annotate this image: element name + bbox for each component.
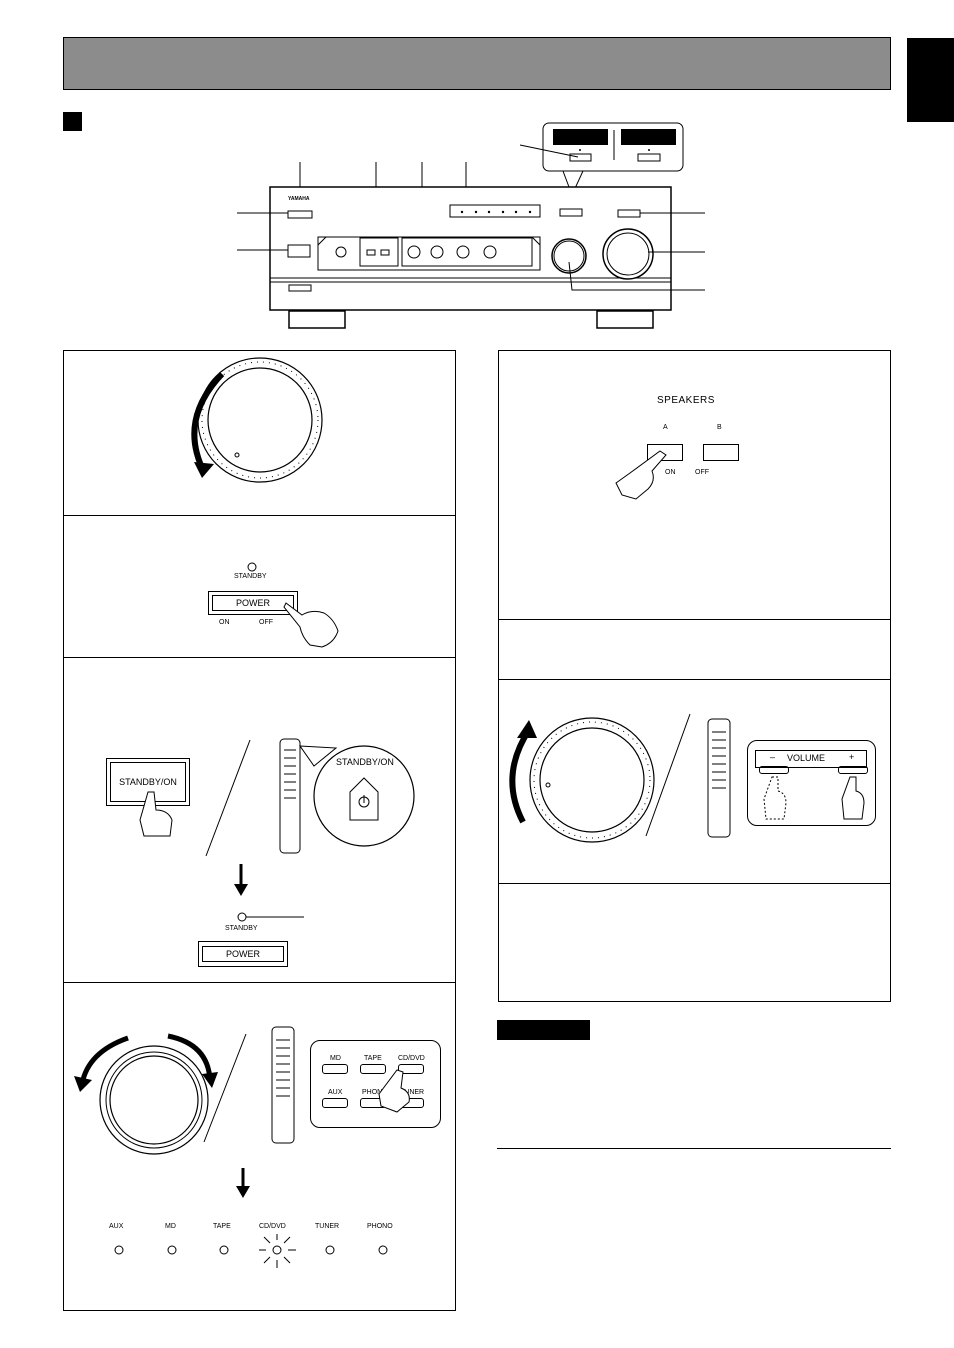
input-selector-dial-illustration [74, 1033, 218, 1155]
speaker-on-label: ON [665, 469, 676, 476]
input-label-cd-dvd: CD/DVD [398, 1055, 425, 1062]
down-arrow-icon [236, 1168, 250, 1198]
pressing-hand-icon [378, 1069, 410, 1113]
speaker-off-label: OFF [695, 469, 709, 476]
indicator-label-phono: PHONO [367, 1223, 393, 1230]
speaker-b-button[interactable] [703, 444, 739, 461]
separator-slash [203, 1033, 247, 1143]
step-final-panel [498, 883, 891, 1002]
front-panel-diagram: YAMAHA [237, 122, 705, 329]
volume-label: VOLUME [787, 753, 826, 763]
md-input-button[interactable] [322, 1064, 348, 1074]
remote-control-icon [707, 718, 731, 838]
volume-plus-label: + [849, 752, 855, 762]
cd-dvd-input-button[interactable] [398, 1064, 424, 1074]
svg-text:YAMAHA: YAMAHA [288, 196, 310, 202]
remote-callout-bubble [299, 745, 415, 847]
input-indicator-lamps [114, 1234, 388, 1268]
standby-label: STANDBY [225, 925, 258, 932]
step-power-panel [63, 515, 456, 658]
remote-control-icon [271, 1026, 295, 1144]
indicator-label-md: MD [165, 1223, 176, 1230]
speakers-title: SPEAKERS [657, 395, 715, 406]
power-off-label: OFF [259, 619, 273, 626]
standby-indicator-icon [247, 562, 257, 572]
note-divider [497, 1148, 891, 1149]
indicator-label-tuner: TUNER [315, 1223, 340, 1230]
indicator-label-cd-dvd: CD/DVD [259, 1223, 286, 1230]
indicator-label-tape: TAPE [213, 1223, 231, 1230]
note-heading-block [497, 1020, 590, 1040]
pressing-hand-icon [139, 791, 173, 837]
aux-input-button[interactable] [322, 1098, 348, 1108]
step-input-select-panel [63, 982, 456, 1311]
language-side-tab [907, 38, 954, 122]
input-label-tuner: TUNER [400, 1089, 425, 1096]
volume-control-frame [755, 750, 867, 768]
input-label-md: MD [330, 1055, 341, 1062]
step-speakers-panel [498, 350, 891, 620]
indicator-label-aux: AUX [109, 1223, 124, 1230]
section-square-marker [63, 112, 82, 131]
pressing-hand-icon [283, 602, 339, 648]
tape-input-button[interactable] [360, 1064, 386, 1074]
pressing-hand-icon [615, 450, 667, 500]
power-button-frame [208, 591, 298, 615]
volume-minus-label: – [770, 752, 776, 762]
pressing-hand-icon [763, 776, 787, 820]
pressing-hand-icon [841, 776, 865, 820]
input-label-tape: TAPE [364, 1055, 382, 1062]
remote-control-icon [279, 738, 301, 854]
power-on-label: ON [219, 619, 230, 626]
speaker-b-label: B [717, 424, 722, 431]
input-label-phono: PHONO [362, 1089, 388, 1096]
standby-label: STANDBY [234, 573, 267, 580]
page-header-bar [63, 37, 891, 90]
separator-slash [645, 713, 691, 837]
separator-slash [205, 739, 251, 857]
volume-dial-turn-down-illustration [191, 357, 323, 483]
power-button[interactable]: POWER [212, 595, 294, 611]
speaker-a-button[interactable] [647, 444, 683, 461]
speaker-a-label: A [663, 424, 668, 431]
volume-down-button[interactable] [759, 766, 789, 774]
power-button-frame [198, 941, 288, 967]
volume-dial-turn-up-illustration [509, 717, 655, 843]
input-label-aux: AUX [328, 1089, 343, 1096]
down-arrow-icon [234, 864, 248, 896]
power-button[interactable]: POWER [202, 946, 284, 962]
step-empty-panel [498, 619, 891, 680]
standby-on-callout-label: STANDBY/ON [336, 757, 394, 767]
volume-up-button[interactable] [838, 766, 868, 774]
standby-indicator-icon [237, 912, 304, 922]
input-buttons-callout [310, 1040, 441, 1128]
